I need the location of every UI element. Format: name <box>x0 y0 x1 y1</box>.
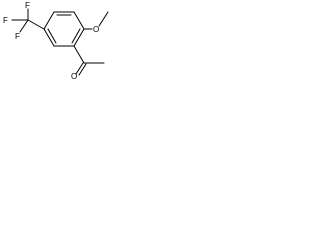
benzene-ring <box>43 11 85 47</box>
carbonyl-double-bond-2 <box>78 63 87 76</box>
ring-to-cf3-bond <box>27 19 45 30</box>
trifluoromethyl-group: F F F <box>3 1 45 41</box>
chemical-structure: O O F F F <box>3 1 109 79</box>
fluorine-top-label: F <box>25 1 30 10</box>
cf3-bond-bottom <box>19 19 29 33</box>
methoxy-group: O <box>83 11 109 34</box>
ring-bond-3 <box>73 28 85 47</box>
ring-bond-5 <box>43 28 55 47</box>
acetyl-group: O <box>71 45 105 79</box>
ring-bond-5-inner <box>47 28 57 44</box>
fluorine-left-label: F <box>3 16 8 25</box>
carbonyl-double-bond-1 <box>75 62 84 75</box>
ring-to-carbonyl-bond <box>73 45 85 64</box>
ring-bond-3-inner <box>71 28 81 44</box>
carbonyl-oxygen-label: O <box>71 72 77 79</box>
methyl-bond <box>98 11 109 27</box>
ring-bond-6 <box>43 11 55 30</box>
methoxy-oxygen-label: O <box>93 25 99 34</box>
ring-bond-2 <box>73 11 85 30</box>
fluorine-bottom-label: F <box>15 32 20 41</box>
